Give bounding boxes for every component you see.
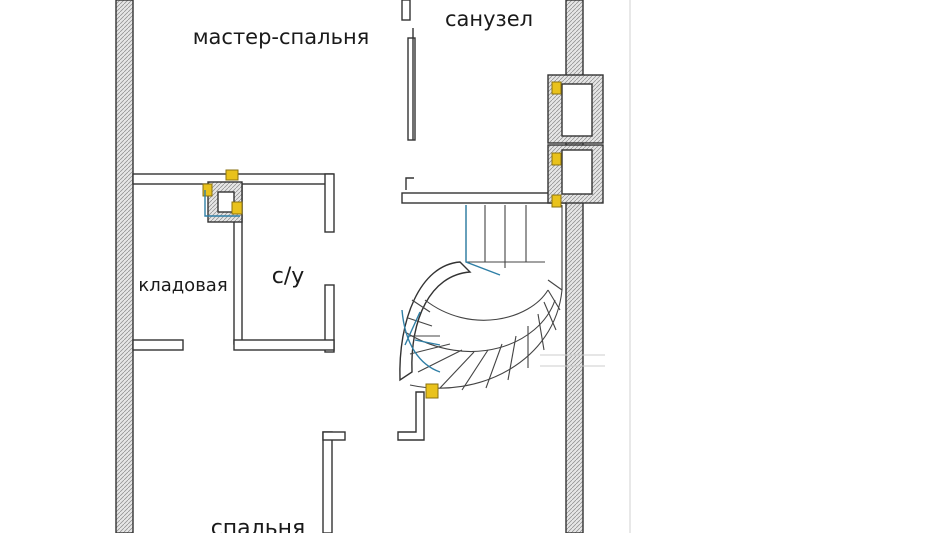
label-storage: кладовая [138, 275, 227, 296]
wc-right-wall-bottom [324, 284, 335, 353]
stair-curve-mid [404, 299, 556, 353]
marker-stair [425, 383, 439, 399]
label-bathroom: санузел [445, 7, 533, 31]
partition-door-jamb [407, 37, 416, 141]
bedroom-right-wall [322, 431, 333, 533]
wc-bottom-wall [233, 339, 335, 351]
marker-duct-2 [202, 183, 213, 197]
marker-duct-1 [225, 169, 239, 181]
vent-shafts [547, 74, 604, 208]
spiral-staircase [399, 205, 605, 399]
label-wc: с/у [272, 264, 305, 289]
wc-right-wall-top [324, 173, 335, 233]
bedroom-door-stub [322, 431, 346, 441]
bathroom-left-wall [401, 0, 411, 21]
stair-curve-inner [424, 289, 549, 321]
marker-vent-1 [551, 81, 562, 95]
bathroom-bottom-wall [401, 192, 567, 204]
storage-bottom-wall [132, 339, 184, 351]
stair-treads [407, 279, 563, 391]
vent-shaft-upper-inner [561, 83, 593, 137]
stair-outer-arc [399, 261, 472, 382]
stair-blue-upper [465, 205, 501, 276]
vent-shaft-lower-inner [561, 149, 593, 195]
stair-blue-lower [401, 309, 441, 373]
partition-walls [132, 0, 567, 533]
duct-blue-outline [204, 190, 240, 217]
label-master-bedroom: мастер-спальня [193, 25, 370, 49]
stair-curve-outer [409, 205, 563, 389]
stair-landing-wall [397, 391, 425, 441]
marker-vent-3 [551, 194, 562, 208]
marker-vent-2 [551, 152, 562, 166]
label-bedroom: спальня [211, 516, 306, 533]
storage-duct [202, 169, 243, 223]
door-swing-small [405, 177, 414, 190]
marker-duct-3 [231, 201, 243, 215]
left-outer-wall [115, 0, 134, 533]
room-labels: мастер-спальня санузел кладовая с/у спал… [138, 7, 533, 533]
stair-upper-flight [465, 205, 545, 268]
